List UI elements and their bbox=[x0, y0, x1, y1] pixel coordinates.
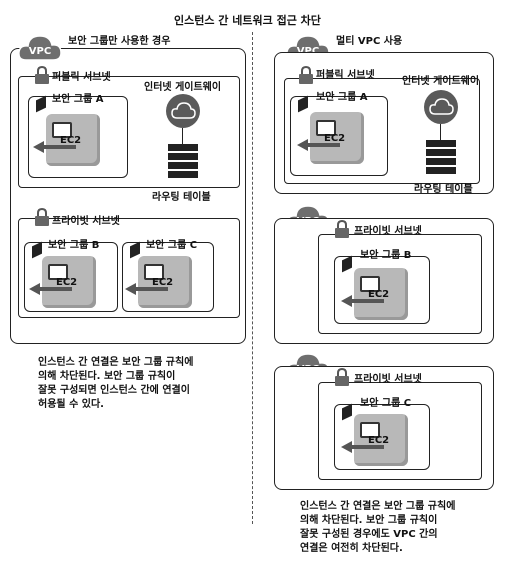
left-public-subnet-label: 퍼블릭 서브넷 bbox=[52, 72, 111, 83]
lock-icon bbox=[35, 208, 49, 226]
lock-icon bbox=[35, 66, 49, 84]
vpc-label: VPC bbox=[297, 46, 319, 57]
left-igw-label: 인터넷 게이트웨이 bbox=[144, 82, 222, 93]
ec2-instance: EC2 bbox=[304, 108, 366, 166]
chip-icon bbox=[144, 264, 164, 280]
internet-gateway-icon bbox=[424, 90, 458, 124]
routing-table-icon bbox=[168, 144, 198, 180]
right-igw-label: 인터넷 게이트웨이 bbox=[402, 76, 480, 87]
left-sg-c-label: 보안 그룹 C bbox=[146, 240, 198, 251]
ec2-label: EC2 bbox=[60, 135, 82, 146]
right-heading: 멀티 VPC 사용 bbox=[336, 36, 403, 47]
chip-icon bbox=[52, 122, 72, 138]
ec2-instance: EC2 bbox=[36, 252, 98, 310]
right-public-subnet-label: 퍼블릭 서브넷 bbox=[316, 70, 375, 81]
left-sg-a-label: 보안 그룹 A bbox=[52, 94, 104, 105]
ec2-label: EC2 bbox=[56, 277, 78, 288]
chip-icon bbox=[360, 422, 380, 438]
right-sg-a-label: 보안 그룹 A bbox=[316, 92, 368, 103]
ec2-label: EC2 bbox=[324, 133, 346, 144]
arrow-left-icon bbox=[297, 139, 340, 151]
ec2-label: EC2 bbox=[152, 277, 174, 288]
lock-icon bbox=[335, 220, 349, 238]
arrow-left-icon bbox=[341, 295, 384, 307]
ec2-instance: EC2 bbox=[40, 110, 102, 168]
vpc-label: VPC bbox=[29, 46, 51, 57]
connector-line bbox=[182, 128, 183, 144]
chip-icon bbox=[48, 264, 68, 280]
ec2-label: EC2 bbox=[368, 289, 390, 300]
arrow-left-icon bbox=[33, 141, 76, 153]
connector-line bbox=[440, 124, 441, 140]
left-note: 인스턴스 간 연결은 보안 그룹 규칙에 의해 차단된다. 보안 그룹 규칙이 … bbox=[38, 357, 194, 410]
internet-gateway-icon bbox=[166, 94, 200, 128]
right-sg-c-label: 보안 그룹 C bbox=[360, 398, 412, 409]
chip-icon bbox=[360, 276, 380, 292]
ec2-instance: EC2 bbox=[348, 410, 410, 468]
ec2-instance: EC2 bbox=[348, 264, 410, 322]
arrow-left-icon bbox=[125, 283, 168, 295]
lock-icon bbox=[299, 66, 313, 84]
left-sg-b-label: 보안 그룹 B bbox=[48, 240, 100, 251]
left-private-subnet-label: 프라이빗 서브넷 bbox=[52, 216, 120, 227]
left-heading: 보안 그룹만 사용한 경우 bbox=[68, 36, 171, 47]
routing-table-icon bbox=[426, 140, 456, 176]
arrow-left-icon bbox=[341, 441, 384, 453]
lock-icon bbox=[335, 368, 349, 386]
ec2-label: EC2 bbox=[368, 435, 390, 446]
right-rt-label: 라우팅 테이블 bbox=[414, 184, 473, 195]
right-sg-b-label: 보안 그룹 B bbox=[360, 250, 412, 261]
center-divider bbox=[252, 32, 253, 524]
right-private-subnet-b-label: 프라이빗 서브넷 bbox=[354, 226, 422, 237]
chip-icon bbox=[316, 120, 336, 136]
arrow-left-icon bbox=[29, 283, 72, 295]
right-note: 인스턴스 간 연결은 보안 그룹 규칙에 의해 차단된다. 보안 그룹 규칙이 … bbox=[300, 501, 456, 554]
ec2-instance: EC2 bbox=[132, 252, 194, 310]
left-rt-label: 라우팅 테이블 bbox=[152, 192, 211, 203]
vpc-cloud-icon: VPC bbox=[18, 35, 62, 61]
diagram-title: 인스턴스 간 네트워크 접근 차단 bbox=[174, 14, 321, 27]
right-private-subnet-c-label: 프라이빗 서브넷 bbox=[354, 374, 422, 385]
